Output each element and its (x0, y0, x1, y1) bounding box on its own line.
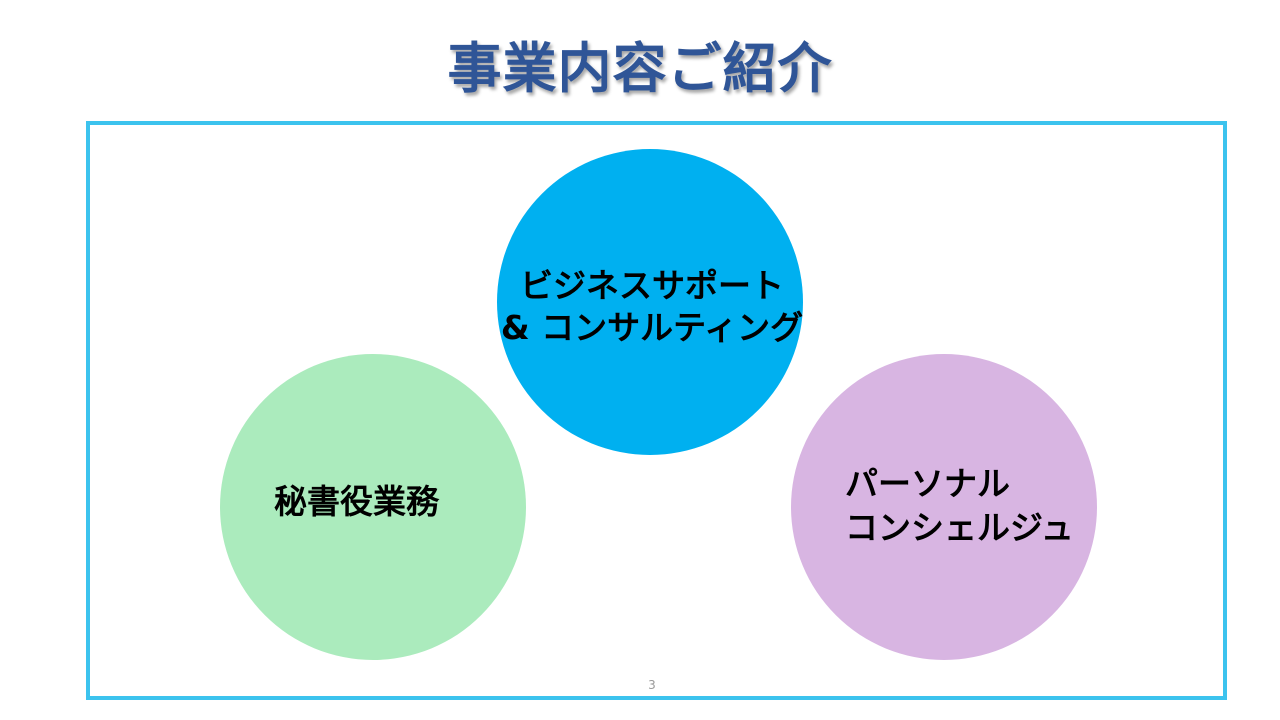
secretary-circle (220, 354, 526, 660)
slide-title: 事業内容ご紹介 (447, 37, 833, 100)
business-support-label-line1: ビジネスサポート (520, 266, 784, 305)
content-frame (86, 121, 1227, 700)
business-support-label-line2: & コンサルティング (500, 308, 804, 347)
secretary-label: 秘書役業務 (274, 482, 439, 521)
business-support-circle (497, 149, 803, 455)
concierge-circle (791, 354, 1097, 660)
page-number: 3 (648, 678, 656, 692)
concierge-label-line2: コンシェルジュ (845, 508, 1074, 547)
concierge-label-line1: パーソナル (845, 464, 1010, 503)
